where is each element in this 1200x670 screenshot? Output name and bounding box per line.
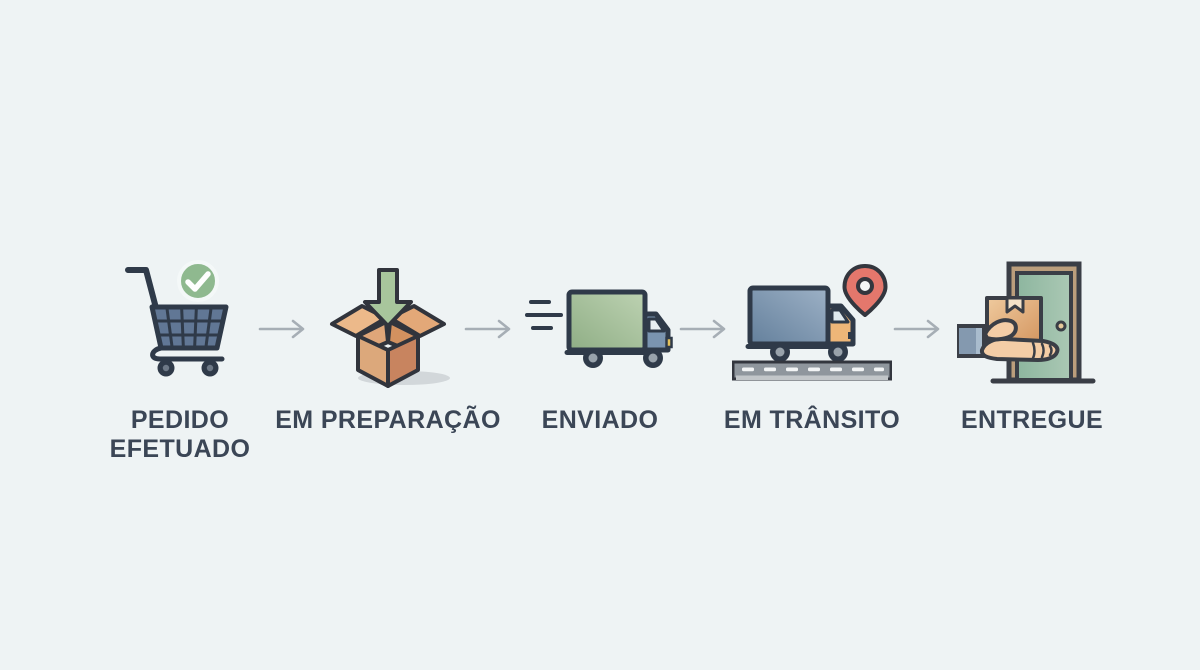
label-line: ENTREGUE [960,406,1104,434]
label-line: EM TRÂNSITO [723,406,901,434]
right-arrow-icon [679,318,733,340]
step-label-em-transito: EM TRÂNSITO [724,406,900,435]
step-label-entregue: ENTREGUE [961,406,1103,435]
label-line: ENVIADO [541,406,659,434]
hand-package-door-icon [957,261,1096,384]
right-arrow-icon [893,318,947,340]
right-arrow-icon [464,318,518,340]
truck-location-pin-icon [732,264,892,381]
open-box-arrow-icon [330,268,450,388]
step-em-preparacao: EM PREPARAÇÃO [275,262,501,435]
step-em-transito: EM TRÂNSITO [702,262,922,435]
step-label-enviado: ENVIADO [542,406,659,435]
step-enviado: ENVIADO [490,262,710,435]
right-arrow-icon [258,318,312,340]
step-label-em-preparacao: EM PREPARAÇÃO [275,406,501,435]
step-pedido-efetuado: PEDIDO EFETUADO [70,260,290,464]
label-line: PEDIDO [130,406,230,434]
shipping-truck-icon [525,289,673,368]
label-line: EM PREPARAÇÃO [275,406,501,434]
step-label-pedido-efetuado: PEDIDO EFETUADO [110,406,251,464]
cart-check-icon [125,260,229,377]
step-entregue: ENTREGUE [922,261,1142,435]
label-line: EFETUADO [109,435,251,463]
